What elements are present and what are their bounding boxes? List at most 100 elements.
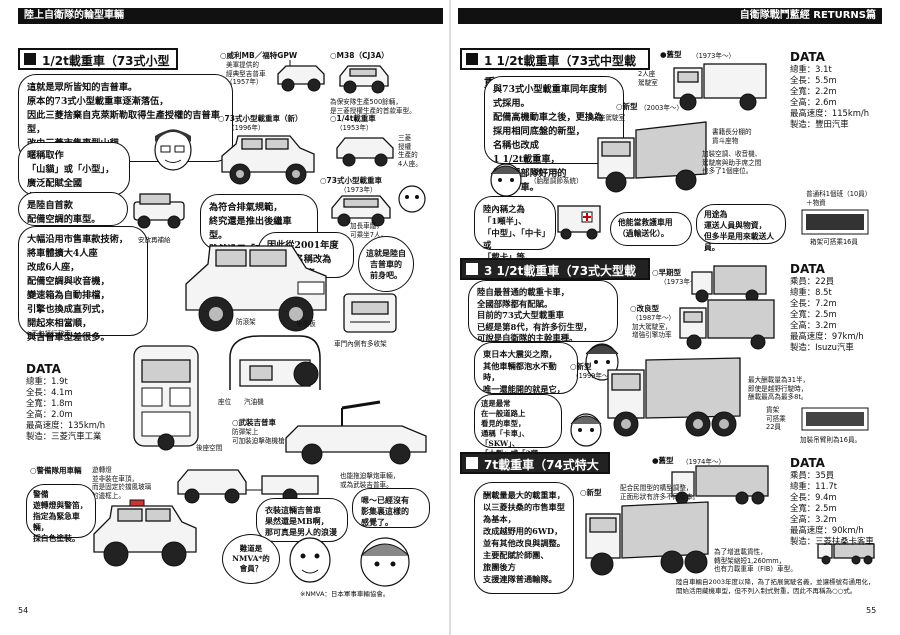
- ac-footnote: ※不包括行政車。: [26, 330, 78, 338]
- mb-owner-bubble: 衣裝這輛吉普車 果然還是MB啊， 那可真是男人的浪漫～: [256, 498, 348, 548]
- lt-early-illustration: [691, 265, 767, 303]
- lt-capacity-note: 最大酬載量為31半， 即使是越野行駛時， 酬載最高為最多8t。: [748, 376, 810, 401]
- new73-jeep-illustration: [221, 135, 315, 185]
- ht-data-row: 最高速度：90km/h: [790, 525, 864, 535]
- left-data-title: DATA: [26, 362, 61, 376]
- ht-data-row: 全長：9.4m: [790, 492, 837, 502]
- mt-data-row: 製造：豐田汽車: [790, 119, 849, 129]
- right-running-header: 自衛隊戰鬥藍經 RETURNS篇: [458, 8, 882, 24]
- mt-note-1: 3人座駕駛室: [588, 114, 626, 122]
- mt-data-row: 全寬：2.2m: [790, 86, 837, 96]
- characters-bottom-left: [289, 537, 410, 587]
- no-way-bubble: 嗯～已經沒有 影集裏這樣的 感覺了。: [352, 488, 430, 528]
- left-data-box: DATA 總重：1.9t 全長：4.1m 全寬：1.8m 全高：2.0m 最高速…: [26, 362, 105, 442]
- mt-data-title: DATA: [790, 50, 825, 64]
- lt-data-row: 全寬：2.5m: [790, 309, 837, 319]
- right-page-number: 55: [866, 606, 877, 615]
- spare-label: 安放再補給: [138, 236, 171, 244]
- nickname-bubble: 暱稱取作 「山貓」或「小型」， 廣泛配賦全國 各個部隊。: [18, 142, 130, 203]
- mb-title: ○威利MB／福特GPW: [220, 51, 298, 60]
- ht-old-illustration: [671, 465, 769, 505]
- lt-early-title: ○早期型: [652, 268, 682, 277]
- rollbar-label: 防滾架: [236, 318, 256, 326]
- m38-illustration: [339, 65, 389, 94]
- lt-cargo-note: 貨架 可搭乘 22員: [766, 406, 786, 431]
- page-gutter: [449, 0, 451, 635]
- top-view-jeep-illustration: [133, 345, 199, 451]
- mt-old-illustration: [673, 63, 767, 111]
- mb-jeep-illustration: [277, 60, 325, 92]
- spare-jeep-illustration: [133, 193, 185, 229]
- quarter-ton-note: （1953年）: [336, 124, 373, 132]
- left-page-number: 54: [18, 606, 29, 615]
- lt-new-illustration: [607, 357, 741, 437]
- mt-old-title: ●舊型: [660, 50, 682, 59]
- character-small-1: [398, 185, 426, 213]
- seat-label: 座位: [218, 398, 232, 406]
- lt-improved-title: ○改良型: [630, 304, 660, 313]
- lt-data-title: DATA: [790, 262, 825, 276]
- mt-data-row: 全長：5.5m: [790, 75, 837, 85]
- new73-title: ○73式小型載重車（新）: [218, 114, 303, 123]
- section-square-icon: [24, 53, 36, 65]
- mt-ambulance-bubble: 他能當救護車用 （過輸送化）。: [610, 212, 692, 246]
- old73-illustration: [331, 195, 391, 227]
- right-footnote: 陸自車輛自2003年度以降，為了拓展駕駛名義，並讓標號有通用化， 開始活用藏機車…: [676, 578, 875, 595]
- left-running-header: 陸上自衛隊的輪型車輛: [18, 8, 443, 24]
- mt-new-illustration: [597, 121, 707, 193]
- lt-data-row: 乘員：22員: [790, 276, 835, 286]
- armed-jeep-note: 防彈架上 可加裝迫擊砲機槍: [232, 428, 285, 445]
- mb-note: 美軍提供的 經典型吉普車 （1957年）: [226, 61, 266, 86]
- ht-data-row: 總重：11.7t: [790, 481, 838, 491]
- trailer-note: 也能拖迫擊炮車輛， 或為武裝吉普車。: [340, 472, 400, 489]
- mt-seats-note: 普通科1個班（10員） ＋物資: [806, 190, 872, 207]
- lt-early-note: （1973年～）: [660, 278, 704, 286]
- character-portrait-1: [154, 129, 192, 171]
- door-interior-illustration: [343, 293, 397, 333]
- ht-data-row: 製造：三菱扶桑卡客車: [790, 536, 874, 546]
- door-label: 車門內側有多收架: [334, 340, 387, 348]
- ht-new-illustration: [585, 501, 709, 576]
- lt-data-row: 製造：Isuzu汽車: [790, 342, 854, 352]
- section-title-3-5t: 3 1/2t載重車（73式大型載重車）: [460, 258, 650, 300]
- nmva-bubble: 難道是 NMVA*的 會員？: [222, 534, 280, 584]
- section-square-icon: [466, 53, 478, 65]
- mt-note-2: 書籍長分棚的 貨斗座物: [712, 128, 752, 145]
- mt-note-4: 配備CTIS （胎壓調節系統）: [530, 168, 583, 185]
- left-data-row: 最高速度：135km/h: [26, 420, 105, 430]
- mt-seating-diagram: [801, 209, 869, 235]
- m38-title: ○M38（CJ3A）: [330, 51, 389, 60]
- left-data-row: 全高：2.0m: [26, 409, 73, 419]
- ht-data-row: 全寬：2.5m: [790, 503, 837, 513]
- armed-jeep-title: ○武裝吉普車: [232, 418, 277, 427]
- large-truck-intro-bubble: 陸自最普通的載重卡車， 全國部隊都有配賦。 目前的73式大型載重車 已經是第8代…: [468, 280, 618, 343]
- lt-new-note: （1999年～）: [572, 372, 616, 380]
- left-data-row: 總重：1.9t: [26, 376, 68, 386]
- lt-improved-note: （1987年～） 加大駕駛室， 增強引擎功率: [632, 314, 676, 339]
- section-square-icon: [466, 457, 478, 469]
- character-portrait-2: [490, 163, 522, 197]
- tailgate-label: 後擋板: [296, 320, 316, 328]
- rear-label: 後座空間: [196, 444, 223, 452]
- mt-old-note: （1973年～）: [692, 52, 736, 60]
- mt-new-note: （2003年～）: [640, 104, 684, 112]
- ht-old-title: ●舊型: [652, 456, 674, 465]
- first-ac-bubble: 是陸自首款 配備空調的車型。: [18, 192, 128, 226]
- mt-data-row: 最高速度：115km/h: [790, 108, 869, 118]
- old73-title: ○73式小型載重車: [320, 176, 382, 185]
- police-jeep-illustration: [93, 499, 197, 567]
- lt-cargo-caption: 加裝吊臂則為16員。: [800, 436, 862, 444]
- large-truck-quake-bubble: 東日本大震災之際， 其他車輛都泡水不動時， 唯一還能開的就是它， 證明其耐用性絕…: [474, 342, 578, 405]
- mt-new-title: ○新型: [616, 102, 638, 111]
- large-jeep-illustration: [185, 245, 327, 332]
- police-note: 遊轉燈 並非裝在車頂， 而是固定於擋風玻璃 的邊框上。: [92, 466, 152, 500]
- trailer-jeep-illustration: [177, 469, 319, 504]
- police-title: ○警備隊用車輛: [30, 466, 82, 475]
- mt-seats-caption: 箱架可搭乘16員: [810, 238, 858, 246]
- lt-data-box: DATA 乘員：22員 總重：8.5t 全長：7.2m 全寬：2.5m 全高：3…: [790, 262, 864, 353]
- police-duty-bubble: 警備 遊轉燈與警笛， 指定為緊急車輛， 採白色塗裝。: [26, 484, 96, 543]
- lt-data-row: 最高速度：97km/h: [790, 331, 864, 341]
- quarter-ton-title: ○1/4t載重車: [330, 114, 376, 123]
- lt-data-row: 總重：8.5t: [790, 287, 832, 297]
- armed-jeep-illustration: [285, 400, 427, 465]
